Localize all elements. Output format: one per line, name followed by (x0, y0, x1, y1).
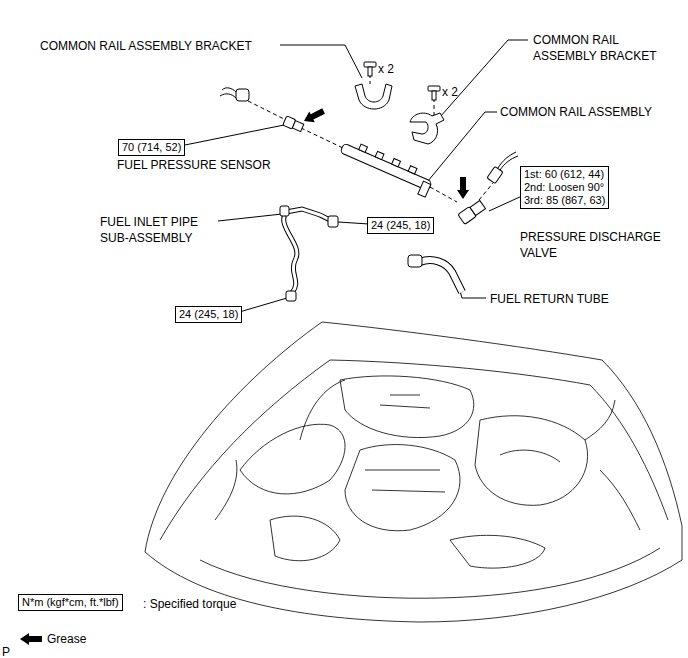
pressure-discharge-valve (458, 152, 518, 224)
part-name: FUEL RETURN TUBE (490, 291, 609, 307)
figure-code: P (2, 644, 10, 658)
legend-item: : Specified torque (143, 596, 236, 612)
fuel-return-tube (408, 255, 462, 292)
torque-value: 2nd: Loosen 90° (524, 181, 605, 194)
engine-compartment (145, 322, 682, 622)
torque-value: 70 (714, 52) (122, 141, 181, 154)
torque-value: 24 (245, 18) (179, 308, 238, 321)
part-name: FUEL PRESSURE SENSOR (117, 157, 271, 173)
part-name: COMMON RAIL ASSEMBLY BRACKET (40, 38, 252, 54)
torque-box: 24 (245, 18) (367, 217, 434, 234)
grease-arrow (20, 106, 469, 645)
part-name: PRESSURE DISCHARGE VALVE (520, 229, 672, 261)
torque-value: 3rd: 85 (867, 63) (524, 194, 605, 207)
legend-text: : Specified torque (143, 597, 236, 611)
sensor-connector (220, 88, 249, 101)
leader-lines (180, 40, 528, 313)
torque-value: N*m (kgf*cm, ft.*lbf) (22, 596, 119, 609)
fuel-pressure-sensor (283, 116, 304, 133)
quantity: x 2 (378, 61, 394, 77)
part-name: COMMON RAIL ASSEMBLY (500, 104, 652, 120)
bracket (355, 84, 444, 144)
quantity: x 2 (442, 84, 458, 100)
legend-torque-box: N*m (kgf*cm, ft.*lbf) (18, 594, 123, 611)
fuel-inlet-pipe (280, 206, 338, 301)
part-name: COMMON RAIL ASSEMBLY BRACKET (533, 32, 665, 64)
assembly-lines (248, 74, 493, 202)
legend-text: Grease (47, 632, 86, 646)
part-name: FUEL INLET PIPE SUB-ASSEMBLY (100, 214, 216, 246)
torque-box: 70 (714, 52) (118, 139, 185, 156)
torque-value: 24 (245, 18) (371, 219, 430, 232)
torque-box: 1st: 60 (612, 44)2nd: Loosen 90°3rd: 85 … (520, 166, 609, 209)
common-rail (337, 138, 434, 198)
torque-box: 24 (245, 18) (175, 306, 242, 323)
torque-value: 1st: 60 (612, 44) (524, 168, 605, 181)
bolt (364, 62, 440, 100)
legend-item: Grease (47, 631, 86, 647)
